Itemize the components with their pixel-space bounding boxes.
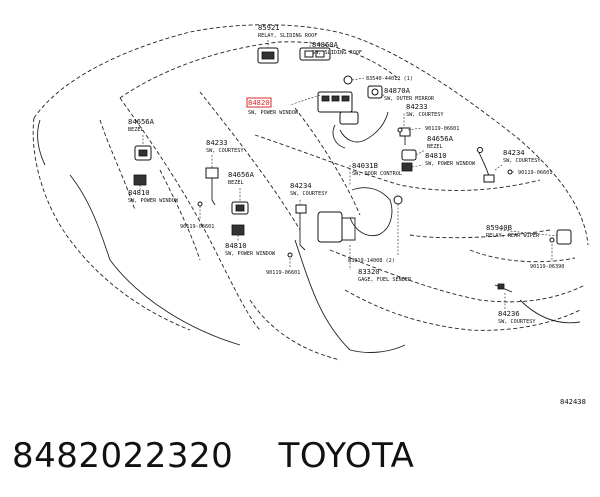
- svg-text:84870A: 84870A: [384, 86, 411, 95]
- callout-83540: 83540-44012 (1): [366, 76, 413, 82]
- svg-text:84656A: 84656A: [128, 117, 155, 126]
- svg-text:SW, POWER WINDOW: SW, POWER WINDOW: [248, 110, 299, 116]
- svg-text:90119-06601: 90119-06601: [180, 224, 214, 230]
- callout-83319: 83319-14008 (2): [348, 258, 395, 264]
- svg-text:SW, COURTESY: SW, COURTESY: [406, 112, 444, 118]
- callout-sw-courtesy-rear-right: 84234 SW, COURTESY: [503, 148, 541, 164]
- svg-text:84810: 84810: [425, 151, 447, 160]
- svg-text:85940B: 85940B: [486, 223, 512, 232]
- callout-90119-left-front: 90119-06601: [180, 224, 214, 230]
- callout-sw-courtesy-back-door: 84236 SW, COURTESY: [498, 309, 536, 325]
- svg-text:SW, POWER WINDOW: SW, POWER WINDOW: [225, 251, 276, 257]
- callout-relay-sliding-roof: 85921 RELAY, SLIDING ROOF: [258, 23, 317, 39]
- callout-gage-fuel-sender: 83320 GAGE, FUEL SENDER: [358, 267, 412, 283]
- svg-text:SW, POWER WINDOW: SW, POWER WINDOW: [425, 161, 476, 167]
- svg-text:84236: 84236: [498, 309, 520, 318]
- svg-text:84810: 84810: [225, 241, 247, 250]
- callout-90119-left-rear: 90119-06601: [266, 270, 300, 276]
- callout-sw-door-control: 84031B SW, DOOR CONTROL: [352, 161, 402, 177]
- relay-sliding-roof-part: [257, 47, 279, 64]
- screw-fasteners: [197, 127, 555, 258]
- callout-relay-rear-wiper: 85940B RELAY, REAR WIPER: [486, 223, 540, 239]
- callout-sw-sliding-roof: 84860A SW, SLIDING ROOF: [312, 40, 362, 56]
- callout-sw-outer-mirror: 84870A SW, OUTER MIRROR: [384, 86, 435, 102]
- sw-power-window-left-rear-part: [231, 224, 245, 236]
- sw-power-window-master-part: [317, 91, 359, 125]
- svg-text:84233: 84233: [406, 102, 428, 111]
- svg-text:90119-06601: 90119-06601: [518, 170, 552, 176]
- svg-text:GAGE, FUEL SENDER: GAGE, FUEL SENDER: [358, 277, 412, 283]
- callout-sw-power-window-highlighted: 84820 SW, POWER WINDOW: [246, 97, 299, 116]
- callout-bezel-left-rear: 84656A BEZEL: [228, 170, 255, 186]
- sw-power-window-rr-part: [401, 162, 413, 172]
- svg-text:83540-44012 (1): 83540-44012 (1): [366, 76, 413, 82]
- svg-text:84234: 84234: [503, 148, 525, 157]
- sw-courtesy-left-front-part: [205, 167, 219, 206]
- callout-sw-courtesy-left-rear: 84234 SW, COURTESY: [290, 181, 328, 197]
- callout-sw-courtesy-front-right: 84233 SW, COURTESY: [406, 102, 444, 118]
- svg-text:SW, DOOR CONTROL: SW, DOOR CONTROL: [352, 171, 402, 177]
- wiring-harness-front: [332, 111, 389, 149]
- callout-90119-rear-right: 90119-06601: [518, 170, 552, 176]
- parts-diagram: 85921 RELAY, SLIDING ROOF 84860A SW, SLI…: [32, 23, 589, 406]
- vehicle-lower-body: [37, 119, 581, 353]
- relay-rear-wiper-part: [556, 229, 572, 245]
- svg-text:SW, COURTESY: SW, COURTESY: [498, 319, 536, 325]
- vehicle-body-outline: [32, 24, 589, 361]
- caption-brand: TOYOTA: [278, 436, 415, 476]
- callout-90119-rear: 90119-06390: [530, 264, 564, 270]
- svg-text:84234: 84234: [290, 181, 312, 190]
- svg-text:90119-06601: 90119-06601: [425, 126, 459, 132]
- svg-text:RELAY, SLIDING ROOF: RELAY, SLIDING ROOF: [258, 33, 317, 39]
- highlight-box: [246, 97, 272, 108]
- svg-text:84656A: 84656A: [427, 134, 454, 143]
- svg-text:84233: 84233: [206, 138, 228, 147]
- svg-text:BEZEL: BEZEL: [128, 127, 144, 133]
- callout-sw-power-window-left-rear: 84810 SW, POWER WINDOW: [225, 241, 276, 257]
- bezel-left-front-part: [134, 145, 152, 161]
- sw-power-window-left-front-part: [133, 174, 147, 186]
- svg-text:83320: 83320: [358, 267, 380, 276]
- fuel-sender-gage-part: [317, 187, 393, 243]
- svg-text:SW, COURTESY: SW, COURTESY: [206, 148, 244, 154]
- leader-lines: [139, 40, 558, 310]
- sw-courtesy-rear-right-part: [477, 147, 495, 183]
- sw-courtesy-back-door-part: [494, 283, 513, 293]
- callout-bezel-front-right: 84656A BEZEL: [427, 134, 454, 150]
- svg-text:84031B: 84031B: [352, 161, 378, 170]
- svg-text:84820: 84820: [248, 98, 270, 107]
- bezel-left-rear-part: [231, 201, 249, 215]
- part-caption: 8482022320 TOYOTA: [12, 436, 448, 476]
- svg-text:BEZEL: BEZEL: [427, 144, 443, 150]
- callout-sw-power-window-left-front: 84810 SW, POWER WINDOW: [128, 188, 179, 204]
- diagram-code: 842438: [560, 397, 586, 406]
- svg-text:85921: 85921: [258, 23, 280, 32]
- svg-text:SW, SLIDING ROOF: SW, SLIDING ROOF: [312, 50, 362, 56]
- callout-sw-power-window-rr: 84810 SW, POWER WINDOW: [425, 151, 476, 167]
- svg-text:84656A: 84656A: [228, 170, 255, 179]
- svg-text:84810: 84810: [128, 188, 150, 197]
- svg-text:90119-06390: 90119-06390: [530, 264, 564, 270]
- sw-outer-mirror-part: [367, 85, 383, 99]
- sw-sliding-roof-part: [299, 47, 331, 61]
- svg-text:SW, POWER WINDOW: SW, POWER WINDOW: [128, 198, 179, 204]
- callout-bezel-left-front: 84656A BEZEL: [128, 117, 155, 133]
- svg-text:90119-06601: 90119-06601: [266, 270, 300, 276]
- svg-text:SW, OUTER MIRROR: SW, OUTER MIRROR: [384, 96, 435, 102]
- svg-text:BEZEL: BEZEL: [228, 180, 244, 186]
- callout-sw-courtesy-left-front: 84233 SW, COURTESY: [206, 138, 244, 154]
- svg-text:SW, COURTESY: SW, COURTESY: [290, 191, 328, 197]
- svg-text:83319-14008 (2): 83319-14008 (2): [348, 258, 395, 264]
- callout-90119-front-right: 90119-06601: [425, 126, 459, 132]
- sw-courtesy-left-rear-part: [295, 204, 307, 251]
- caption-part-number: 8482022320: [12, 436, 234, 476]
- svg-text:SW, COURTESY: SW, COURTESY: [503, 158, 541, 164]
- svg-text:RELAY, REAR WIPER: RELAY, REAR WIPER: [486, 233, 540, 239]
- bezel-front-right-part: [401, 149, 417, 161]
- svg-text:84860A: 84860A: [312, 40, 339, 49]
